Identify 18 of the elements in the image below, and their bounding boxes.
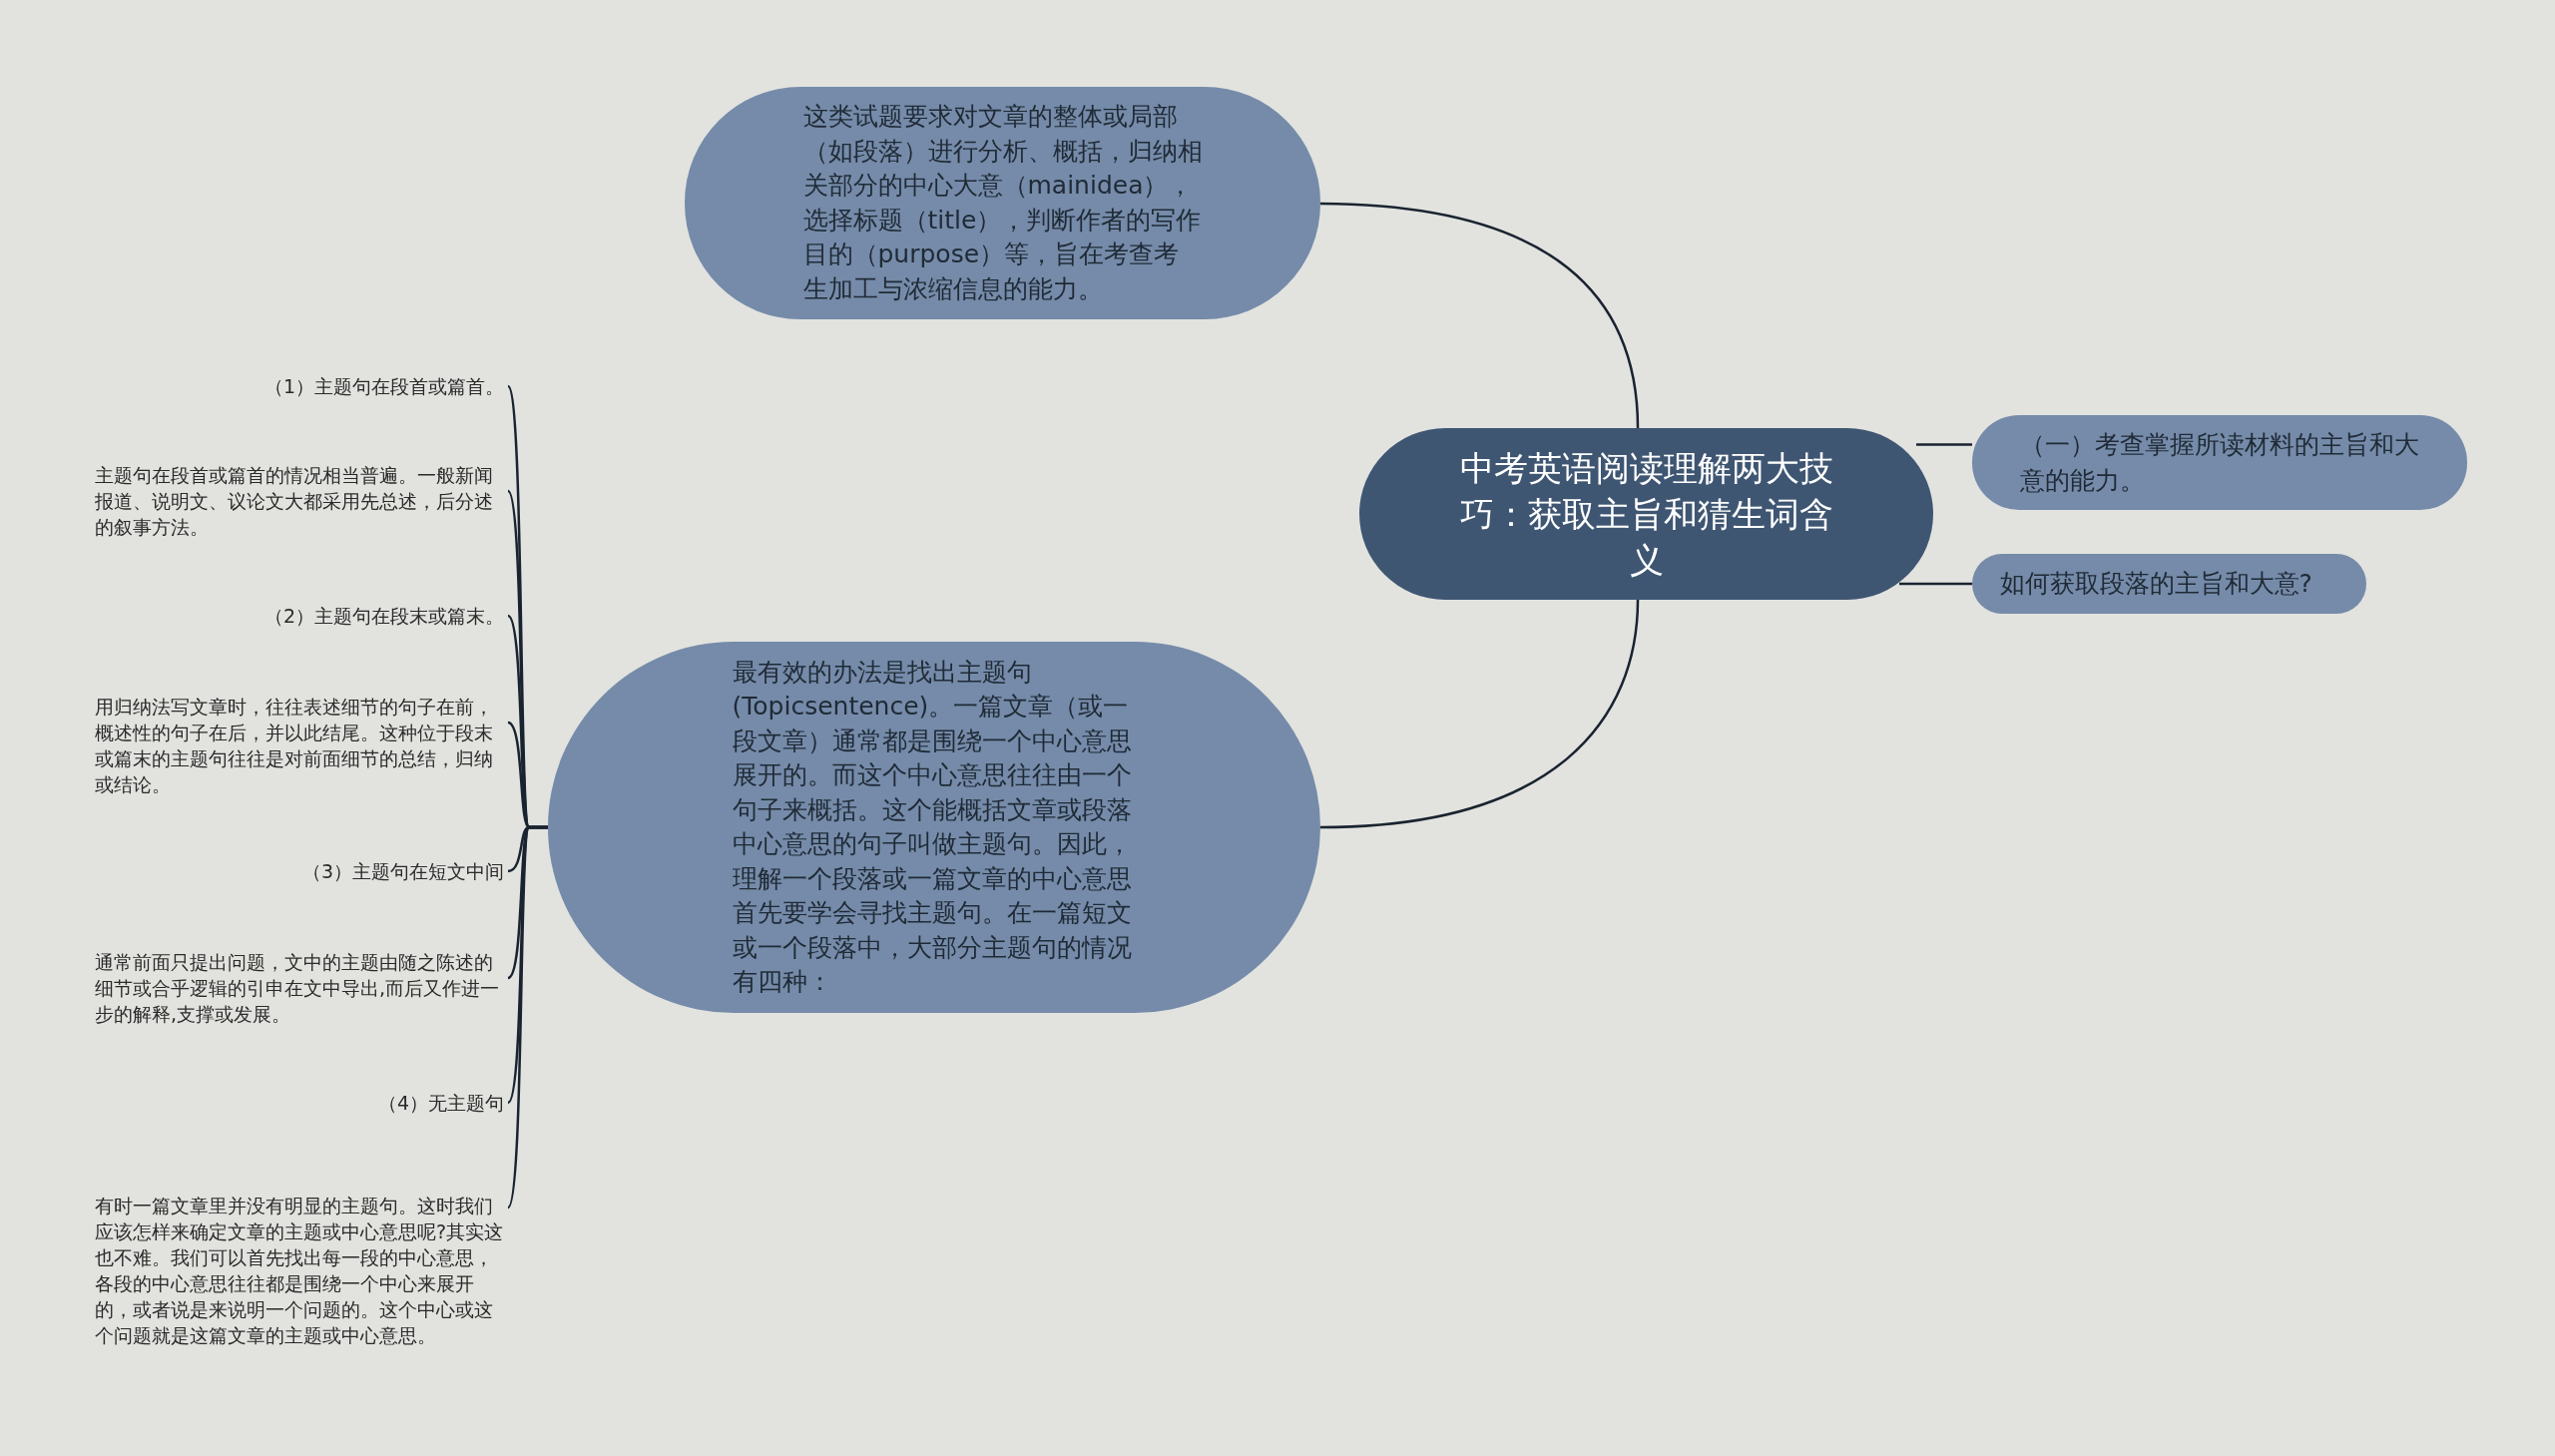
note-text: （2）主题句在段末或篇末。 [95, 601, 504, 631]
connector-line [1319, 599, 1640, 829]
note-text: 有时一篇文章里并没有明显的主题句。这时我们应该怎样来确定文章的主题或中心意思呢?其实这也不难。我们可以首先找出每一段的中心意思，各段的中心意思往往都是围绕一个中心来展开的，或者说是来说明一个问题的。这个中心或这个问题就是这篇文章的主题或中心意思。 [95, 1178, 504, 1363]
note-text: （4）无主题句 [95, 1088, 504, 1118]
connector-line [1319, 202, 1640, 429]
note-text: 通常前面只提出问题，文中的主题由随之陈述的细节或合乎逻辑的引申在文中导出,而后又作进一步的解释,支撑或发展。 [95, 948, 504, 1028]
note-text: 主题句在段首或篇首的情况相当普遍。一般新闻报道、说明文、议论文大都采用先总述，后分述的叙事方法。 [95, 461, 504, 541]
topic-box: （一）考查掌握所读材料的主旨和大意的能力。 [1972, 415, 2467, 510]
note-text: 用归纳法写文章时，往往表述细节的句子在前，概述性的句子在后，并以此结尾。这种位于段末或篇末的主题句往往是对前面细节的总结，归纳或结论。 [95, 693, 504, 798]
topic-box: 最有效的办法是找出主题句(Topicsentence)。一篇文章（或一段文章）通常都是围绕一个中心意思展开的。而这个中心意思往往由一个句子来概括。这个能概括文章或段落中心意思的句子叫做主题句。因此，理解一个段落或一篇文章的中心意思首先要学会寻找主题句。在一篇短文或一个段落中，大部分主题句的情况有四种： [548, 642, 1320, 1013]
note-text: （3）主题句在短文中间 [95, 856, 504, 886]
topic-box: 中考英语阅读理解两大技巧：获取主旨和猜生词含义 [1359, 428, 1933, 600]
connector-line [1916, 443, 1972, 446]
topic-box: 这类试题要求对文章的整体或局部（如段落）进行分析、概括，归纳相关部分的中心大意（mainidea），选择标题（title），判断作者的写作目的（purpose）等，旨在考查考生加工与浓缩信息的能力。 [685, 87, 1320, 319]
topic-box: 如何获取段落的主旨和大意? [1972, 554, 2366, 614]
connector-line [506, 825, 548, 1209]
note-text: （1）主题句在段首或篇首。 [95, 371, 504, 401]
connector-line [1899, 582, 1972, 586]
